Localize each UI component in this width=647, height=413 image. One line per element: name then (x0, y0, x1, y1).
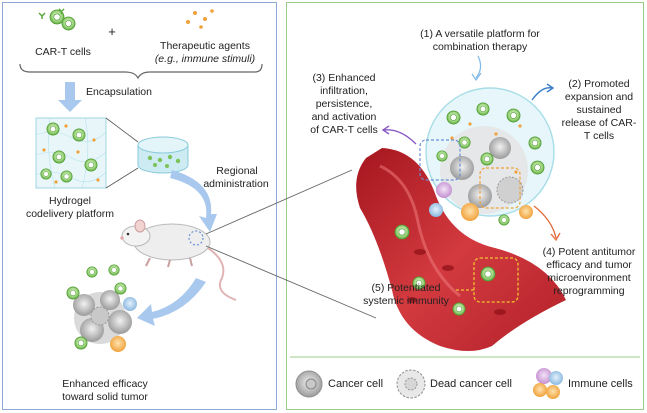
legend-dead-cancer-cell-label: Dead cancer cell (430, 378, 512, 390)
plus-sign: + (108, 24, 116, 39)
label-2-line4: release of CAR- (561, 117, 637, 129)
regional-label-line2: administration (203, 178, 269, 190)
arrow-label-2 (531, 87, 553, 101)
label-2-line3: sustained (576, 104, 622, 116)
hydrogel-block (35, 117, 107, 189)
hydrogel-cylinder (137, 136, 189, 174)
vessel-highlight-box (473, 257, 519, 303)
arrow-label-1 (475, 55, 482, 79)
label-3-line5: of CAR-T cells (310, 124, 378, 136)
label-1-line2: combination therapy (432, 41, 528, 53)
therapeutic-agents-label: Therapeutic agents (160, 40, 250, 52)
left-panel (2, 2, 277, 410)
tumor-cluster-left (66, 264, 137, 352)
arrow-label-3 (383, 129, 417, 145)
hydrogel-sphere (419, 87, 555, 226)
hydrogel-label-line2: codelivery platform (25, 208, 115, 220)
label-4-line4: reprogramming (553, 285, 625, 297)
efficacy-arrow (137, 278, 206, 326)
label-5-line1: (5) Potentiated (371, 282, 441, 294)
arrow-label-4 (533, 205, 557, 239)
efficacy-label-line1: Enhanced efficacy (62, 378, 148, 390)
label-4-line3: microenvironment (547, 272, 631, 284)
label-3-line3: persistence, (315, 98, 373, 110)
label-2-line2: expansion and (564, 91, 634, 103)
label-4-line1: (4) Potent antitumor (542, 246, 636, 258)
right-panel (286, 2, 644, 410)
legend-immune-cells-label: Immune cells (568, 378, 633, 390)
label-3-line4: and activation (311, 111, 377, 123)
label-3-line1: (3) Enhanced (312, 72, 376, 84)
therapeutic-agents-icon (186, 9, 214, 29)
legend-immune-cells-icon (533, 368, 563, 399)
legend-cancer-cell-label: Cancer cell (328, 378, 384, 390)
label-2-line5: T cells (583, 130, 615, 142)
agents-example-label: (e.g., immune stimuli) (140, 53, 270, 66)
mouse-icon (120, 219, 237, 301)
label-4-line2: efficacy and tumor (546, 259, 632, 271)
encapsulation-label: Encapsulation (86, 86, 152, 98)
label-3-line2: infiltration, (320, 85, 368, 97)
label-1-line1: (1) A versatile platform for (420, 28, 540, 40)
car-t-cells-label: CAR-T cells (35, 46, 91, 58)
legend-cancer-cell-icon (295, 370, 323, 398)
efficacy-label-line2: toward solid tumor (62, 391, 148, 403)
legend-dead-cancer-cell-icon (396, 369, 426, 399)
hydrogel-label-line1: Hydrogel (48, 195, 92, 207)
car-t-cells-icon (38, 8, 76, 31)
label-2-line1: (2) Promoted (568, 78, 630, 90)
encapsulation-arrow (58, 82, 82, 112)
label-5-line2: systemic immunity (363, 295, 449, 307)
regional-label-line1: Regional (216, 165, 258, 177)
administration-arrow (170, 170, 217, 232)
grouping-brace (19, 63, 263, 80)
agents-example-text: (e.g., immune stimuli) (154, 53, 256, 65)
